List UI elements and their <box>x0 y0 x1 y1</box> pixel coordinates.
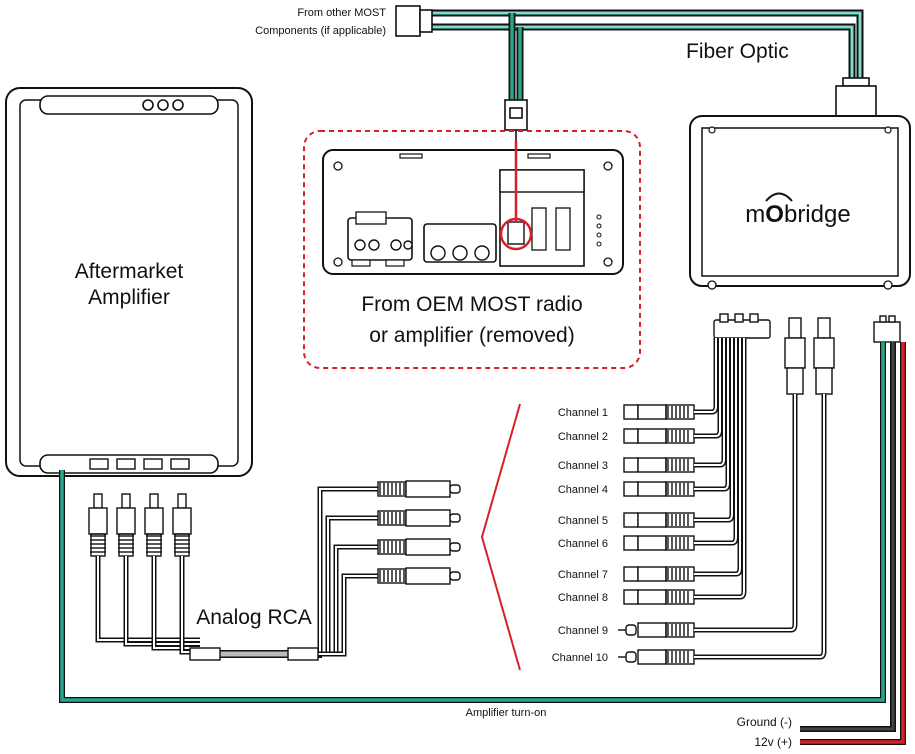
channel-label: Channel 2 <box>558 431 608 443</box>
logo-arc-icon <box>765 192 793 202</box>
rca-grip-icon <box>667 591 689 603</box>
amp-rca-plug-icon <box>144 493 164 557</box>
rca-plug-icon <box>377 509 461 527</box>
rca-jack-icon <box>623 512 695 528</box>
analog-rca-label: Analog RCA <box>196 606 312 629</box>
rca-jack-icon <box>623 566 695 582</box>
channel-label: Channel 5 <box>558 515 608 527</box>
rca-grip-icon <box>667 430 689 442</box>
rca-grip-icon <box>667 624 689 636</box>
channel-label: Channel 8 <box>558 592 608 604</box>
rca-grip-icon <box>667 459 689 471</box>
channel-wires <box>694 338 827 660</box>
mobridge-fiber-connector-icon <box>835 77 877 117</box>
channel-label: Channel 1 <box>558 407 608 419</box>
rca-grip-icon <box>667 651 689 663</box>
rca-jack-icon <box>623 404 695 420</box>
rca-jack-icon <box>618 622 695 638</box>
from-other-most-label: From other MOST <box>297 7 386 19</box>
oem-radio-panel <box>322 149 624 275</box>
rca-grip-icon <box>667 537 689 549</box>
channel-label: Channel 9 <box>558 625 608 637</box>
channel-label: Channel 10 <box>552 652 608 664</box>
mobridge-rca-plugs <box>784 317 835 395</box>
rca-plug-icon <box>377 538 461 556</box>
mobridge-module <box>689 115 911 290</box>
channel-bracket <box>480 403 521 671</box>
cable-ferrule <box>287 647 319 661</box>
rca-grip-icon <box>667 483 689 495</box>
amp-rca-plug-icon <box>116 493 136 557</box>
amp-rca-plug-icon <box>88 493 108 557</box>
channel-label: Channel 3 <box>558 460 608 472</box>
fiber-optic-label: Fiber Optic <box>686 40 789 63</box>
rca-jack-icon <box>623 481 695 497</box>
oem-label-2: or amplifier (removed) <box>369 324 574 347</box>
rca-jack-icon <box>623 535 695 551</box>
rca-jack-icon <box>623 589 695 605</box>
rca-grip-icon <box>667 568 689 580</box>
rca-grip-icon <box>667 514 689 526</box>
ground-label: Ground (-) <box>737 715 792 729</box>
mobridge-logo: mObridge <box>745 201 850 228</box>
cable-ferrule <box>189 647 221 661</box>
other-most-connector-icon <box>395 5 433 37</box>
oem-removed-area <box>303 130 641 369</box>
aftermarket-amplifier-label-2: Amplifier <box>88 286 170 309</box>
aftermarket-amplifier <box>5 87 253 477</box>
oem-connector-highlight <box>499 217 533 251</box>
rca-plug-icon <box>377 567 461 585</box>
amp-rca-plug-icon <box>172 493 192 557</box>
power-connector <box>873 315 901 343</box>
oem-fiber-connector-icon <box>504 99 528 140</box>
fiber-optic-cable <box>430 9 864 100</box>
analog-rca-cables <box>88 480 461 661</box>
rca-grip-icon <box>667 406 689 418</box>
power-wires <box>59 342 906 745</box>
harness-connector <box>713 313 771 339</box>
rca-jack-icon <box>618 649 695 665</box>
aftermarket-amplifier-label: Aftermarket <box>75 260 184 283</box>
channel-label: Channel 6 <box>558 538 608 550</box>
channel-list: Channel 1 Channel 2 Channel 3 Channel 4 Chan… <box>552 404 695 665</box>
rca-jack-icon <box>623 428 695 444</box>
power-label: 12v (+) <box>754 735 792 749</box>
rca-plug-icon <box>377 480 461 498</box>
channel-label: Channel 7 <box>558 569 608 581</box>
from-other-most-label-2: Components (if applicable) <box>255 25 386 37</box>
amplifier-turn-on-label: Amplifier turn-on <box>466 707 547 719</box>
oem-label: From OEM MOST radio <box>361 293 582 316</box>
channel-label: Channel 4 <box>558 484 608 496</box>
rca-jack-icon <box>623 457 695 473</box>
